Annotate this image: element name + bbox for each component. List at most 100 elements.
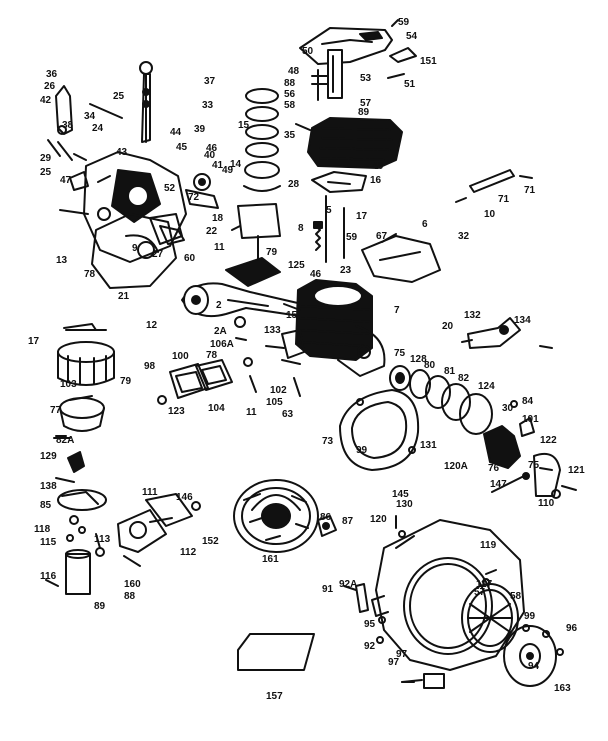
part-callout: 163 (554, 683, 571, 694)
governor-arm-drawing (461, 317, 553, 349)
starter-pulley-drawing (57, 323, 115, 386)
part-callout: 94 (528, 661, 540, 672)
part-callout: 106A (210, 339, 234, 350)
part-callout: 15 (286, 310, 298, 321)
part-callout: 128 (410, 354, 427, 365)
part-callout: 53 (360, 73, 372, 84)
part-callout: 28 (288, 179, 300, 190)
part-callout: 89 (94, 601, 106, 612)
part-callout: 46 (206, 143, 218, 154)
part-callout: 7 (394, 305, 400, 316)
part-callout: 117 (476, 579, 493, 590)
housing-hardware-drawing (343, 569, 497, 644)
part-callout: 88 (284, 78, 296, 89)
part-callout: 17 (28, 336, 40, 347)
starter-cup-drawing (53, 395, 105, 439)
part-callout: 80 (424, 360, 436, 371)
part-callout: 71 (498, 194, 510, 205)
part-callout: 82A (56, 435, 75, 446)
governor-parts-drawing (159, 173, 219, 245)
part-callout: 79 (120, 376, 132, 387)
part-callout: 67 (376, 231, 388, 242)
part-callout: 152 (202, 536, 219, 547)
part-callout: 134 (514, 315, 531, 326)
part-callout: 78 (84, 269, 96, 280)
part-callout: 84 (522, 396, 534, 407)
air-shroud-drawing (361, 235, 441, 283)
part-callout: 97 (388, 657, 400, 668)
part-callout: 44 (170, 127, 182, 138)
part-callout: 45 (176, 142, 188, 153)
part-callout: 99 (356, 445, 368, 456)
part-callout: 92 (364, 641, 376, 652)
part-callout: 58 (284, 100, 296, 111)
crankcase-drawing (91, 213, 177, 289)
flywheel-drawing (233, 479, 319, 553)
part-callout: 11 (246, 407, 257, 418)
part-callout: 78 (206, 350, 218, 361)
part-callout: 123 (168, 406, 185, 417)
part-callout: 110 (538, 498, 555, 509)
piston-rod-drawing (225, 203, 281, 287)
part-callout: 161 (262, 554, 279, 565)
part-callout: 30 (502, 403, 514, 414)
part-callout: 95 (364, 619, 376, 630)
part-callout: 133 (264, 325, 281, 336)
bearing-seals-drawing (389, 365, 493, 435)
part-callout: 81 (444, 366, 456, 377)
part-callout: 16 (370, 175, 382, 186)
part-callout: 60 (184, 253, 196, 264)
part-callout: 103 (60, 379, 77, 390)
part-callout: 157 (266, 691, 283, 702)
part-callout: 105 (266, 397, 283, 408)
part-callout: 120A (444, 461, 468, 472)
part-callout: 85 (40, 500, 52, 511)
piston-rings-drawing (243, 88, 281, 192)
part-callout: 88 (124, 591, 136, 602)
part-callout: 151 (420, 56, 437, 67)
part-callout: 138 (40, 481, 57, 492)
part-callout: 37 (204, 76, 216, 87)
part-callout: 118 (34, 524, 51, 535)
muffler-bracket-drawing (117, 493, 201, 567)
part-callout: 13 (56, 255, 68, 266)
part-callout: 51 (404, 79, 416, 90)
part-callout: 27 (152, 249, 164, 260)
cylinder-block-drawing (295, 279, 386, 377)
part-callout: 160 (124, 579, 141, 590)
part-callout: 125 (288, 260, 305, 271)
part-callout: 23 (340, 265, 352, 276)
part-callout: 59 (398, 17, 410, 28)
part-callout: 111 (142, 487, 158, 498)
part-callout: 48 (372, 161, 384, 172)
part-callout: 5 (326, 205, 332, 216)
part-callout: 10 (484, 209, 496, 220)
shroud-cover-drawing (299, 19, 417, 101)
bracket-drawing (469, 169, 515, 193)
part-callout: 57 (474, 587, 486, 598)
part-callout: 41 (212, 160, 224, 171)
fan-cover-drawing (503, 624, 564, 687)
part-callout: 24 (92, 123, 104, 134)
part-callout: 25 (113, 91, 125, 102)
part-callout: 47 (60, 175, 72, 186)
part-callout: 75 (528, 460, 540, 471)
part-callout: 124 (478, 381, 495, 392)
part-callout: 56 (284, 89, 296, 100)
part-callout: 71 (524, 185, 536, 196)
part-callout: 33 (202, 100, 214, 111)
part-callout: 96 (566, 623, 578, 634)
part-callout: 130 (396, 499, 413, 510)
part-callout: 21 (118, 291, 130, 302)
part-callout: 2 (216, 300, 222, 311)
part-callout: 32 (458, 231, 470, 242)
part-callout: 87 (342, 516, 354, 527)
part-callout: 77 (50, 405, 62, 416)
instruction-card-drawing (237, 633, 315, 671)
flywheel-nut-drawing (317, 515, 337, 537)
part-callout: 113 (94, 534, 111, 545)
oil-fill-drawing (483, 400, 577, 499)
part-callout: 147 (490, 479, 507, 490)
part-callout: 145 (392, 489, 409, 500)
